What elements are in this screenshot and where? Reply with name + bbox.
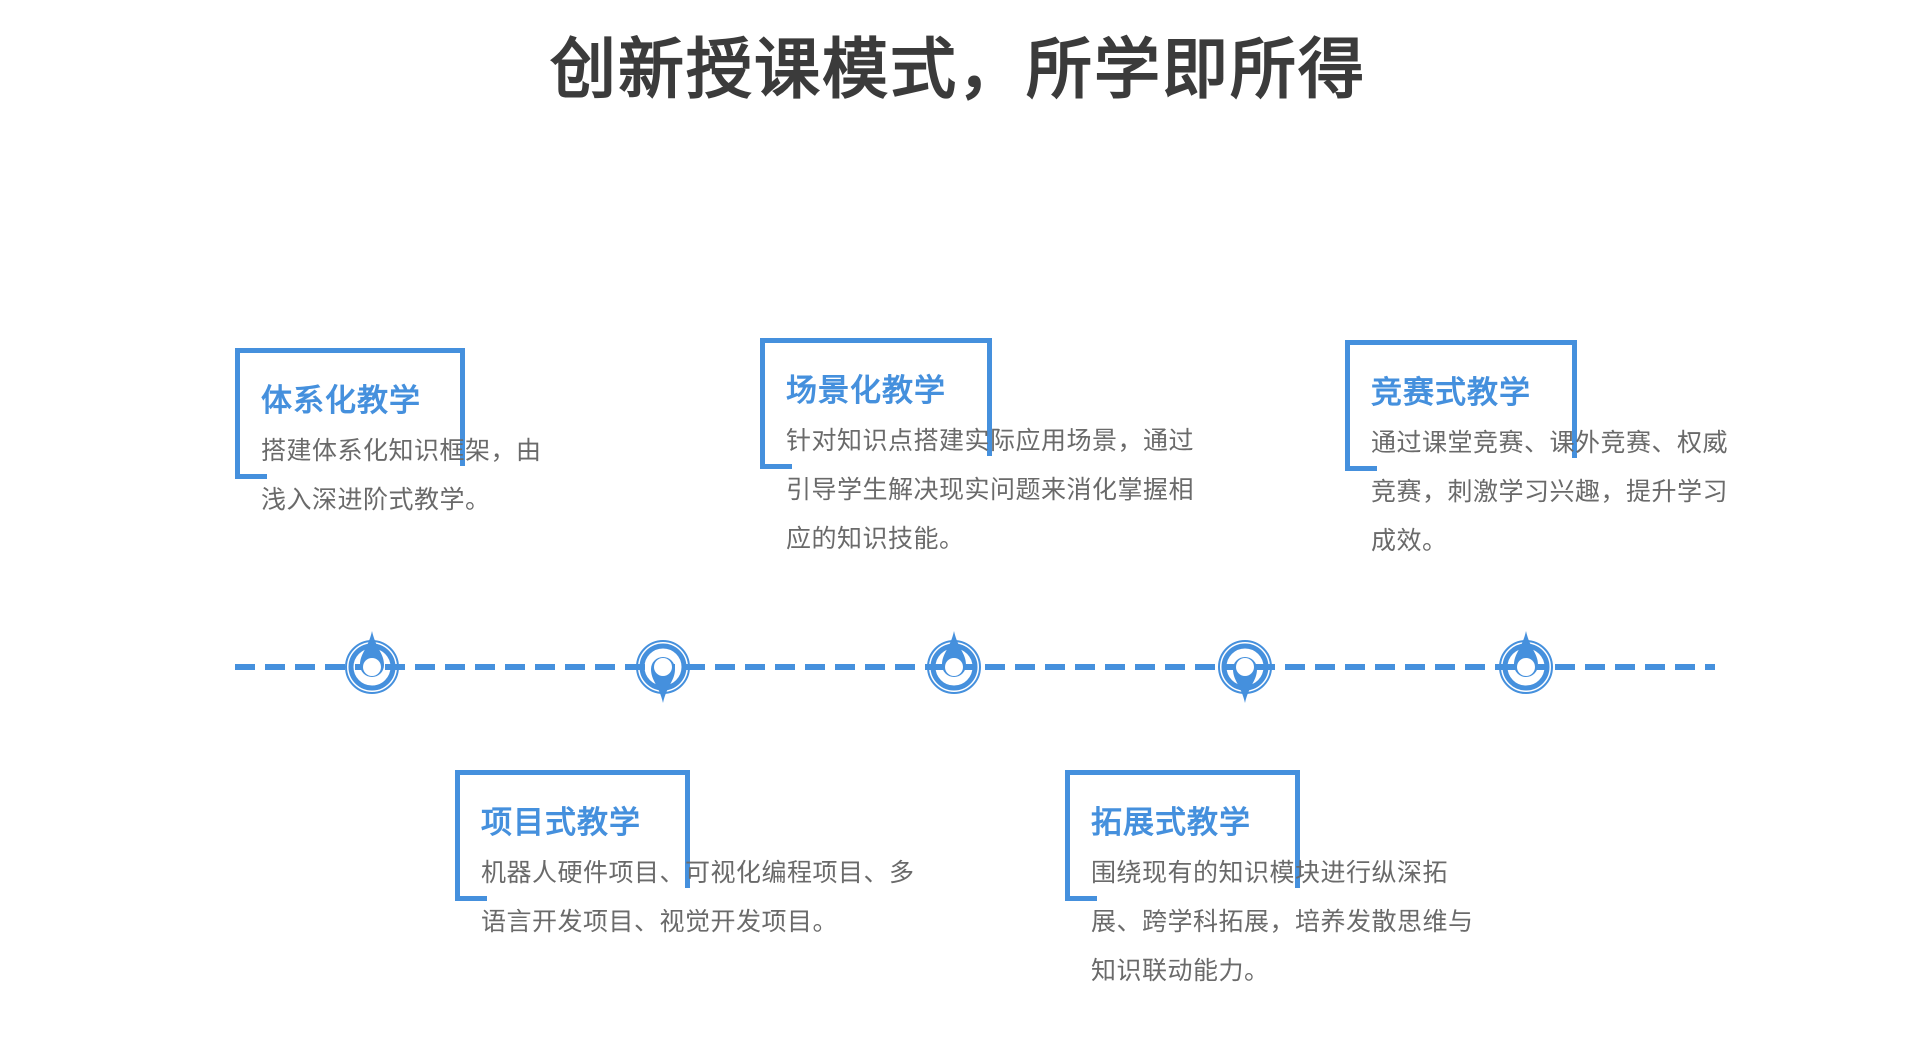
card-bracket-bottom bbox=[455, 896, 487, 901]
card-bracket-right bbox=[460, 348, 465, 466]
card-bracket-right bbox=[1572, 340, 1577, 458]
timeline-marker-2[interactable] bbox=[635, 629, 691, 705]
card-body: 通过课堂竞赛、课外竞赛、权威竞赛，刺激学习兴趣，提升学习成效。 bbox=[1371, 429, 1729, 555]
card-bracket-right bbox=[987, 338, 992, 456]
card-bracket-top bbox=[760, 338, 992, 343]
card-bracket-top bbox=[1345, 340, 1577, 345]
card-bracket-left bbox=[760, 338, 765, 469]
card-bracket-left bbox=[1345, 340, 1350, 471]
feature-card-1[interactable]: 体系化教学 搭建体系化知识框架，由浅入深进阶式教学。 bbox=[235, 348, 541, 514]
feature-card-5[interactable]: 拓展式教学 围绕现有的知识模块进行纵深拓展、跨学科拓展，培养发散思维与知识联动能… bbox=[1065, 770, 1473, 985]
card-body: 搭建体系化知识框架，由浅入深进阶式教学。 bbox=[261, 437, 542, 514]
timeline-marker-1[interactable] bbox=[344, 629, 400, 705]
card-title: 场景化教学 bbox=[786, 373, 946, 408]
feature-card-2[interactable]: 场景化教学 针对知识点搭建实际应用场景，通过引导学生解决现实问题来消化掌握相应的… bbox=[760, 338, 1194, 553]
card-bracket-left bbox=[235, 348, 240, 479]
card-bracket-bottom bbox=[235, 474, 267, 479]
feature-card-3[interactable]: 竞赛式教学 通过课堂竞赛、课外竞赛、权威竞赛，刺激学习兴趣，提升学习成效。 bbox=[1345, 340, 1728, 555]
feature-card-4[interactable]: 项目式教学 机器人硬件项目、可视化编程项目、多语言开发项目、视觉开发项目。 bbox=[455, 770, 914, 936]
card-bracket-bottom bbox=[1065, 896, 1097, 901]
card-body: 针对知识点搭建实际应用场景，通过引导学生解决现实问题来消化掌握相应的知识技能。 bbox=[786, 427, 1195, 553]
card-title: 拓展式教学 bbox=[1091, 805, 1251, 840]
card-bracket-top bbox=[455, 770, 690, 775]
map-pin-up-icon bbox=[1498, 629, 1554, 705]
card-bracket-bottom bbox=[1345, 466, 1377, 471]
card-bracket-top bbox=[1065, 770, 1300, 775]
timeline-marker-3[interactable] bbox=[926, 629, 982, 705]
card-body: 机器人硬件项目、可视化编程项目、多语言开发项目、视觉开发项目。 bbox=[481, 859, 915, 936]
timeline-marker-5[interactable] bbox=[1498, 629, 1554, 705]
card-bracket-right bbox=[685, 770, 690, 888]
card-title: 竞赛式教学 bbox=[1371, 375, 1531, 410]
card-body: 围绕现有的知识模块进行纵深拓展、跨学科拓展，培养发散思维与知识联动能力。 bbox=[1091, 859, 1474, 985]
page-title: 创新授课模式，所学即所得 bbox=[550, 32, 1366, 106]
card-bracket-right bbox=[1295, 770, 1300, 888]
map-pin-up-icon bbox=[926, 629, 982, 705]
timeline-marker-4[interactable] bbox=[1217, 629, 1273, 705]
card-bracket-left bbox=[455, 770, 460, 901]
card-title: 体系化教学 bbox=[261, 383, 421, 418]
map-pin-down-icon bbox=[1217, 629, 1273, 705]
map-pin-down-icon bbox=[635, 629, 691, 705]
card-bracket-bottom bbox=[760, 464, 792, 469]
map-pin-up-icon bbox=[344, 629, 400, 705]
card-bracket-top bbox=[235, 348, 465, 353]
card-bracket-left bbox=[1065, 770, 1070, 901]
card-title: 项目式教学 bbox=[481, 805, 641, 840]
